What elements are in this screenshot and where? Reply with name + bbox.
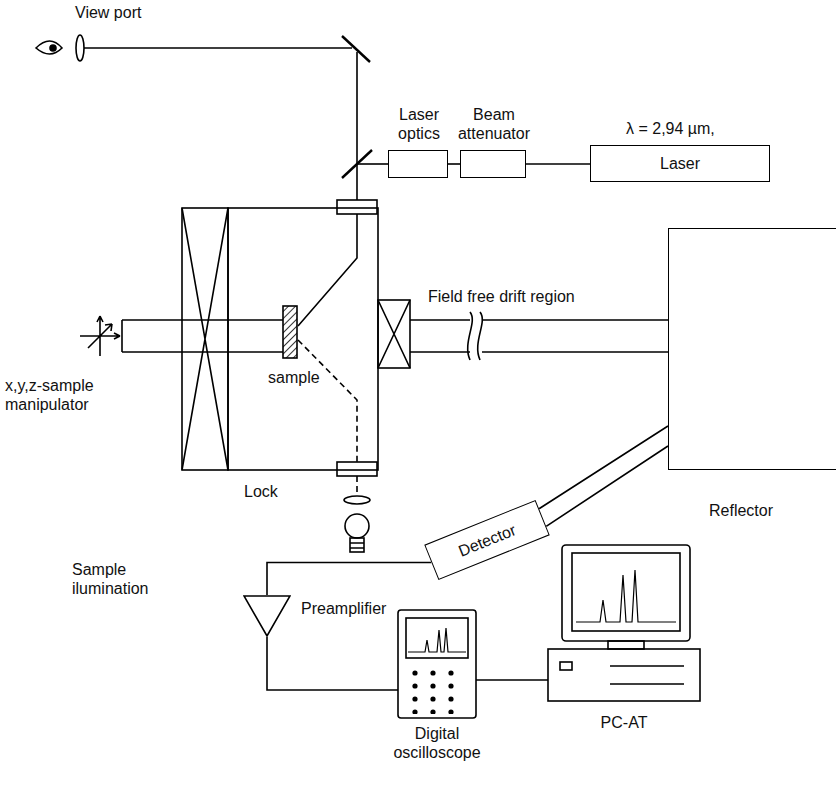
illumination-path bbox=[298, 340, 357, 496]
valve-cross bbox=[378, 300, 410, 368]
signal-line bbox=[476, 679, 548, 681]
laser-beam-inside bbox=[298, 214, 357, 326]
viewport-label: View port bbox=[75, 3, 141, 22]
oscilloscope-body bbox=[398, 610, 476, 718]
sample-holder bbox=[283, 306, 297, 358]
eye-pupil bbox=[50, 45, 56, 51]
monitor-spectrum bbox=[576, 570, 676, 622]
monitor bbox=[562, 545, 690, 641]
lamp-base-threads bbox=[350, 543, 364, 548]
laser-beam bbox=[357, 163, 388, 165]
sample-label: sample bbox=[268, 368, 320, 387]
oscilloscope-trace bbox=[408, 628, 466, 652]
oscilloscope: Digital oscilloscope bbox=[398, 610, 476, 718]
viewport-lens bbox=[76, 35, 84, 61]
computer: PC-AT bbox=[548, 545, 700, 703]
oscilloscope-buttons bbox=[410, 668, 464, 714]
manipulator-rod bbox=[122, 320, 283, 352]
monitor-stand bbox=[608, 641, 644, 649]
monitor-screen bbox=[572, 553, 680, 631]
load-lock bbox=[182, 208, 228, 470]
mirror bbox=[342, 36, 370, 62]
node-text: Beam attenuator bbox=[449, 105, 539, 143]
illumination-label: Sample ilumination bbox=[72, 560, 192, 598]
node-text: λ = 2,94 µm, bbox=[626, 119, 715, 138]
disk-slot bbox=[610, 666, 684, 684]
laser-box: λ = 2,94 µm,Laser bbox=[590, 145, 770, 182]
eye-symbol bbox=[36, 41, 62, 54]
view-path bbox=[84, 48, 357, 200]
node-text: Detector bbox=[455, 520, 518, 560]
oscilloscope-screen bbox=[406, 618, 468, 658]
node-text: Digital oscilloscope bbox=[382, 724, 492, 762]
optics-box: Laser optics bbox=[388, 150, 448, 178]
drift-region-label: Field free drift region bbox=[428, 287, 575, 306]
signal-line bbox=[448, 163, 460, 165]
lamp-bulb bbox=[345, 514, 369, 538]
lock-cross bbox=[182, 208, 228, 470]
triangle-outline bbox=[243, 595, 291, 637]
signal-line bbox=[539, 426, 668, 526]
manipulator-label: x,y,z-sample manipulator bbox=[5, 376, 117, 414]
signal-line bbox=[267, 637, 398, 690]
preamplifier-triangle: Preamplifier bbox=[243, 595, 291, 637]
power-button bbox=[560, 662, 572, 670]
node-text: Preamplifier bbox=[301, 599, 386, 618]
illumination-lens bbox=[344, 496, 370, 504]
tube-break bbox=[468, 312, 483, 360]
detector-box: Detector bbox=[424, 500, 549, 580]
node-text: Laser bbox=[660, 154, 700, 173]
vacuum-chamber bbox=[228, 208, 378, 470]
attenuator-box: Beam attenuator bbox=[460, 150, 526, 178]
upper-window bbox=[337, 200, 377, 214]
signal-line bbox=[267, 562, 431, 595]
reflector-box: Reflector bbox=[668, 228, 836, 470]
lower-window bbox=[337, 462, 377, 476]
node-text: Laser optics bbox=[384, 105, 454, 143]
lock-label: Lock bbox=[244, 482, 278, 501]
manipulator-axes bbox=[80, 316, 120, 356]
node-text: PC-AT bbox=[548, 713, 700, 732]
lamp-base bbox=[350, 538, 364, 552]
signal-line bbox=[526, 163, 590, 165]
computer-case bbox=[548, 649, 700, 701]
node-text: Reflector bbox=[709, 501, 773, 520]
gate-valve bbox=[378, 300, 410, 368]
drift-tube bbox=[410, 320, 712, 352]
